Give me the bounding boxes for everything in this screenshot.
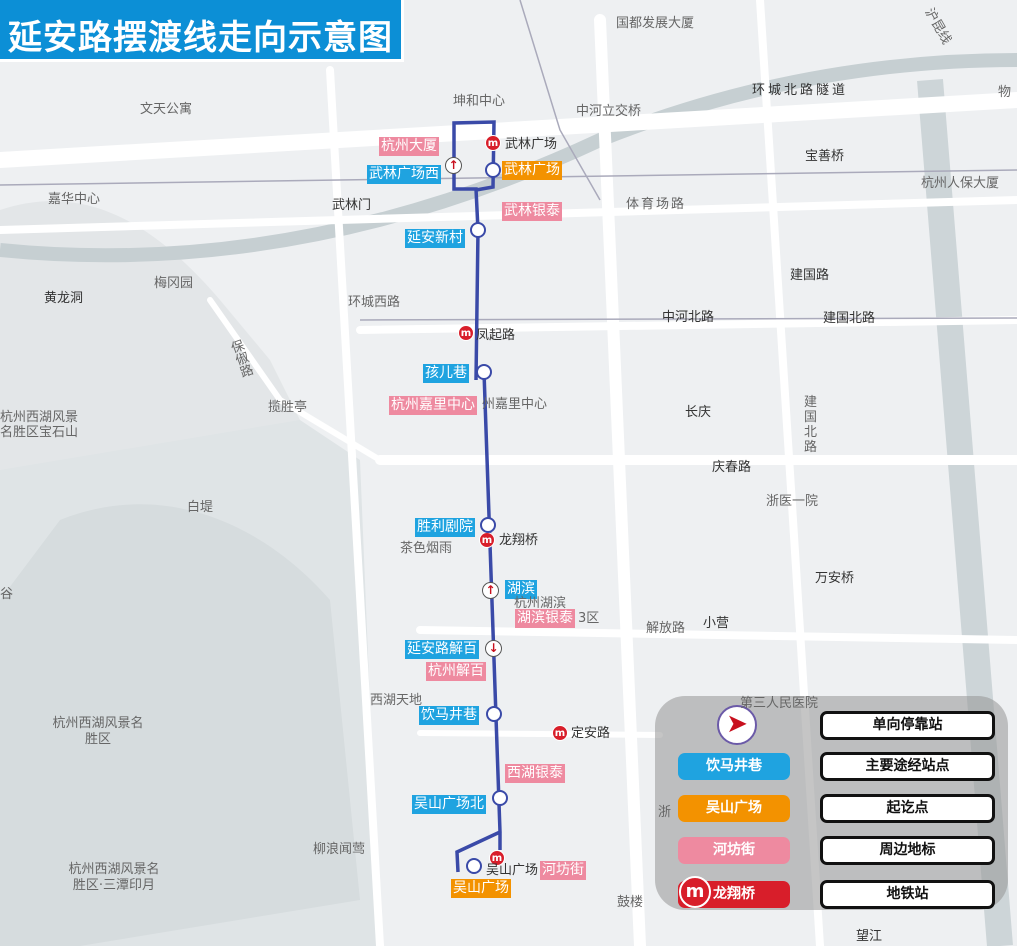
poi-label: 第三人民医院	[740, 696, 819, 711]
route-stop[interactable]	[470, 222, 486, 238]
metro-logo-icon[interactable]: m	[458, 325, 474, 341]
route-stop[interactable]	[480, 517, 496, 533]
metro-label: 建国北路	[823, 311, 876, 326]
road-label: 中河立交桥	[576, 104, 642, 119]
area-label: 望江	[856, 929, 883, 944]
road-label: 环城北路隧道	[752, 83, 849, 98]
metro-logo-icon: m	[679, 876, 711, 908]
poi-label: 浙医一院	[766, 494, 819, 509]
poi-label: 柳浪闻莺	[313, 842, 366, 857]
landmark-label: 河坊街	[540, 861, 586, 880]
direction-arrow-icon: ➤	[717, 705, 757, 745]
legend-chip-landmark: 河坊街	[678, 837, 790, 864]
metro-label: 宝善桥	[805, 149, 845, 164]
direction-arrow-icon[interactable]: ↑	[445, 157, 462, 174]
poi-label: 物	[998, 85, 1012, 100]
stop-label: 延安路解百	[405, 640, 479, 659]
route-stop[interactable]	[492, 790, 508, 806]
direction-arrow-icon[interactable]: ↓	[485, 640, 502, 657]
legend-landmark: 周边地标	[820, 836, 995, 865]
legend: ➤ 单向停靠站 饮马井巷 主要途经站点 吴山广场 起讫点 河坊街 周边地标 龙翔…	[655, 696, 1008, 910]
poi-label: 浙	[658, 805, 672, 820]
poi-label: 3区	[578, 611, 600, 626]
terminal-stop[interactable]	[466, 858, 482, 874]
metro-label: 定安路	[571, 726, 611, 741]
metro-label: 万安桥	[815, 571, 855, 586]
terminal-stop[interactable]	[485, 162, 501, 178]
area-label: 长庆	[685, 405, 712, 420]
poi-label: 杭州西湖风景名胜区·三潭印月	[68, 862, 160, 893]
stop-label: 胜利剧院	[415, 518, 475, 537]
metro-logo-icon[interactable]: m	[479, 532, 495, 548]
stop-label: 饮马井巷	[419, 706, 479, 725]
landmark-label: 杭州大厦	[379, 137, 439, 156]
metro-label: 龙翔桥	[499, 533, 539, 548]
landmark-label: 湖滨银泰	[515, 609, 575, 628]
metro-logo-icon[interactable]: m	[489, 850, 505, 866]
poi-label: 梅冈园	[154, 276, 194, 291]
poi-label: 文天公寓	[140, 102, 193, 117]
landmark-label: 西湖银泰	[505, 764, 565, 783]
poi-label: 国都发展大厦	[616, 16, 695, 31]
metro-logo-icon[interactable]: m	[552, 725, 568, 741]
terminal-label: 武林广场	[502, 161, 562, 180]
landmark-label: 杭州解百	[426, 662, 486, 681]
poi-label: 鼓楼	[617, 895, 644, 910]
road-label: 体育场路	[626, 197, 687, 212]
poi-label: 西湖天地	[370, 693, 423, 708]
poi-label: 白堤	[187, 500, 214, 515]
stop-label: 孩儿巷	[423, 364, 469, 383]
road-label: 解放路	[646, 621, 686, 636]
metro-label: 凤起路	[476, 328, 516, 343]
landmark-label: 武林银泰	[502, 202, 562, 221]
legend-one-way: 单向停靠站	[820, 711, 995, 740]
route-stop[interactable]	[486, 706, 502, 722]
page-title: 延安路摆渡线走向示意图	[0, 0, 404, 62]
legend-chip-main-stop: 饮马井巷	[678, 753, 790, 780]
road-label: 庆春路	[712, 460, 752, 475]
poi-label: 杭州西湖风景名胜区	[52, 716, 144, 747]
landmark-label: 杭州嘉里中心	[389, 396, 477, 415]
poi-label: 州嘉里中心	[482, 397, 548, 412]
poi-label: 嘉华中心	[48, 192, 101, 207]
poi-label: 谷	[0, 587, 14, 602]
metro-label: 武林门	[332, 198, 372, 213]
poi-label: 揽胜亭	[268, 400, 308, 415]
area-label: 小营	[703, 616, 730, 631]
poi-label: 杭州人保大厦	[921, 176, 1000, 191]
terminal-label: 吴山广场	[451, 879, 511, 898]
legend-metro: 地铁站	[820, 880, 995, 909]
stop-label: 吴山广场北	[412, 795, 486, 814]
stop-label: 武林广场西	[367, 165, 441, 184]
area-label: 建国路	[790, 268, 830, 283]
metro-label: 武林广场	[505, 137, 558, 152]
legend-chip-terminal: 吴山广场	[678, 795, 790, 822]
poi-label: 坤和中心	[453, 94, 506, 109]
metro-logo-icon[interactable]: m	[485, 135, 501, 151]
poi-label: 茶色烟雨	[400, 541, 453, 556]
poi-label: 杭州湖滨	[514, 596, 567, 611]
stop-label: 延安新村	[405, 229, 465, 248]
legend-terminal: 起讫点	[820, 794, 995, 823]
road-label: 环城西路	[348, 295, 401, 310]
metro-label: 中河北路	[662, 310, 715, 325]
stop-label: 湖滨	[505, 580, 537, 599]
legend-main-stop: 主要途经站点	[820, 752, 995, 781]
metro-label: 吴山广场	[486, 863, 539, 878]
poi-label: 杭州西湖风景名胜区宝石山	[0, 410, 79, 440]
route-stop[interactable]	[476, 364, 492, 380]
direction-arrow-icon[interactable]: ↑	[482, 582, 499, 599]
road-label: 建国北路	[804, 395, 818, 455]
metro-label: 黄龙洞	[44, 291, 84, 306]
